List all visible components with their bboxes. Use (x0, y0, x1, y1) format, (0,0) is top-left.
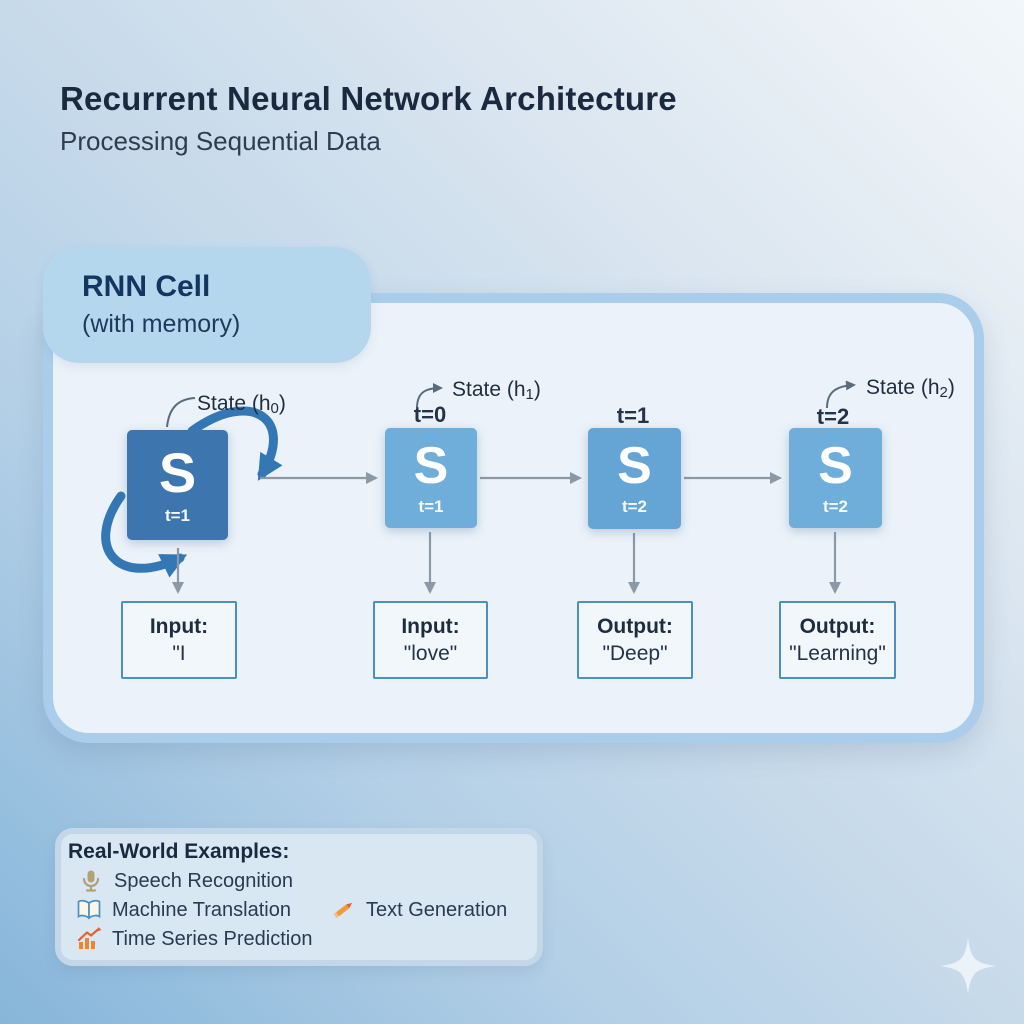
timestep-label-t2: t=2 (816, 404, 850, 429)
examples-panel (55, 828, 543, 966)
output-box-2: Output: "Learning" (779, 601, 896, 679)
input-box-2: Input: "love" (373, 601, 488, 679)
cell-time-label: t=1 (418, 496, 444, 516)
io-value: "Deep" (602, 641, 668, 665)
rnn-cell-2: S t=1 (385, 428, 477, 528)
timestep-label-t1: t=1 (616, 403, 650, 428)
io-value: "I (172, 641, 186, 665)
microphone-icon (78, 868, 104, 894)
timestep-label-t0: t=0 (413, 402, 447, 427)
example-item-speech-recognition: Speech Recognition (78, 868, 293, 894)
io-value: "Learning" (789, 641, 886, 665)
state-h2-label: State (h2) (866, 376, 955, 401)
example-label: Machine Translation (112, 898, 291, 921)
rnn-cell-4: S t=2 (789, 428, 882, 528)
cell-time-label: t=2 (621, 497, 648, 516)
state-h0-label: State (h0) (197, 392, 286, 417)
cell-letter: S (413, 436, 449, 495)
io-value: "love" (403, 641, 458, 665)
cell-letter: S (158, 440, 197, 504)
rnn-cell-tab-title: RNN Cell (82, 270, 211, 303)
input-box-1: Input: "I (121, 601, 237, 679)
page-subtitle: Processing Sequential Data (60, 126, 381, 156)
cell-time-label: t=1 (164, 505, 191, 525)
rnn-cell-tab (43, 247, 371, 363)
example-label: Time Series Prediction (112, 927, 313, 950)
io-label: Input: (401, 614, 460, 638)
page-title: Recurrent Neural Network Architecture (60, 80, 677, 117)
output-box-1: Output: "Deep" (577, 601, 693, 679)
rnn-cell-tab-subtitle: (with memory) (82, 310, 241, 338)
chart-rising-icon (76, 926, 102, 952)
example-item-time-series-prediction: Time Series Prediction (76, 926, 312, 952)
io-label: Output: (799, 614, 876, 638)
examples-title: Real-World Examples: (68, 840, 290, 863)
example-label: Text Generation (366, 898, 508, 921)
sparkle-icon (940, 938, 996, 994)
example-item-machine-translation: Machine Translation (76, 897, 291, 923)
example-label: Speech Recognition (114, 869, 294, 892)
cell-letter: S (617, 437, 652, 495)
state-h1-label: State (h1) (452, 378, 541, 403)
io-label: Input: (149, 614, 209, 638)
cell-time-label: t=2 (822, 496, 849, 516)
pencil-icon (330, 897, 356, 923)
example-item-text-generation: Text Generation (330, 897, 507, 923)
rnn-cell-1: S t=1 (127, 430, 228, 540)
rnn-cell-3: S t=2 (588, 428, 681, 529)
io-label: Output: (597, 614, 673, 638)
cell-letter: S (818, 436, 853, 495)
open-book-icon (76, 897, 102, 923)
